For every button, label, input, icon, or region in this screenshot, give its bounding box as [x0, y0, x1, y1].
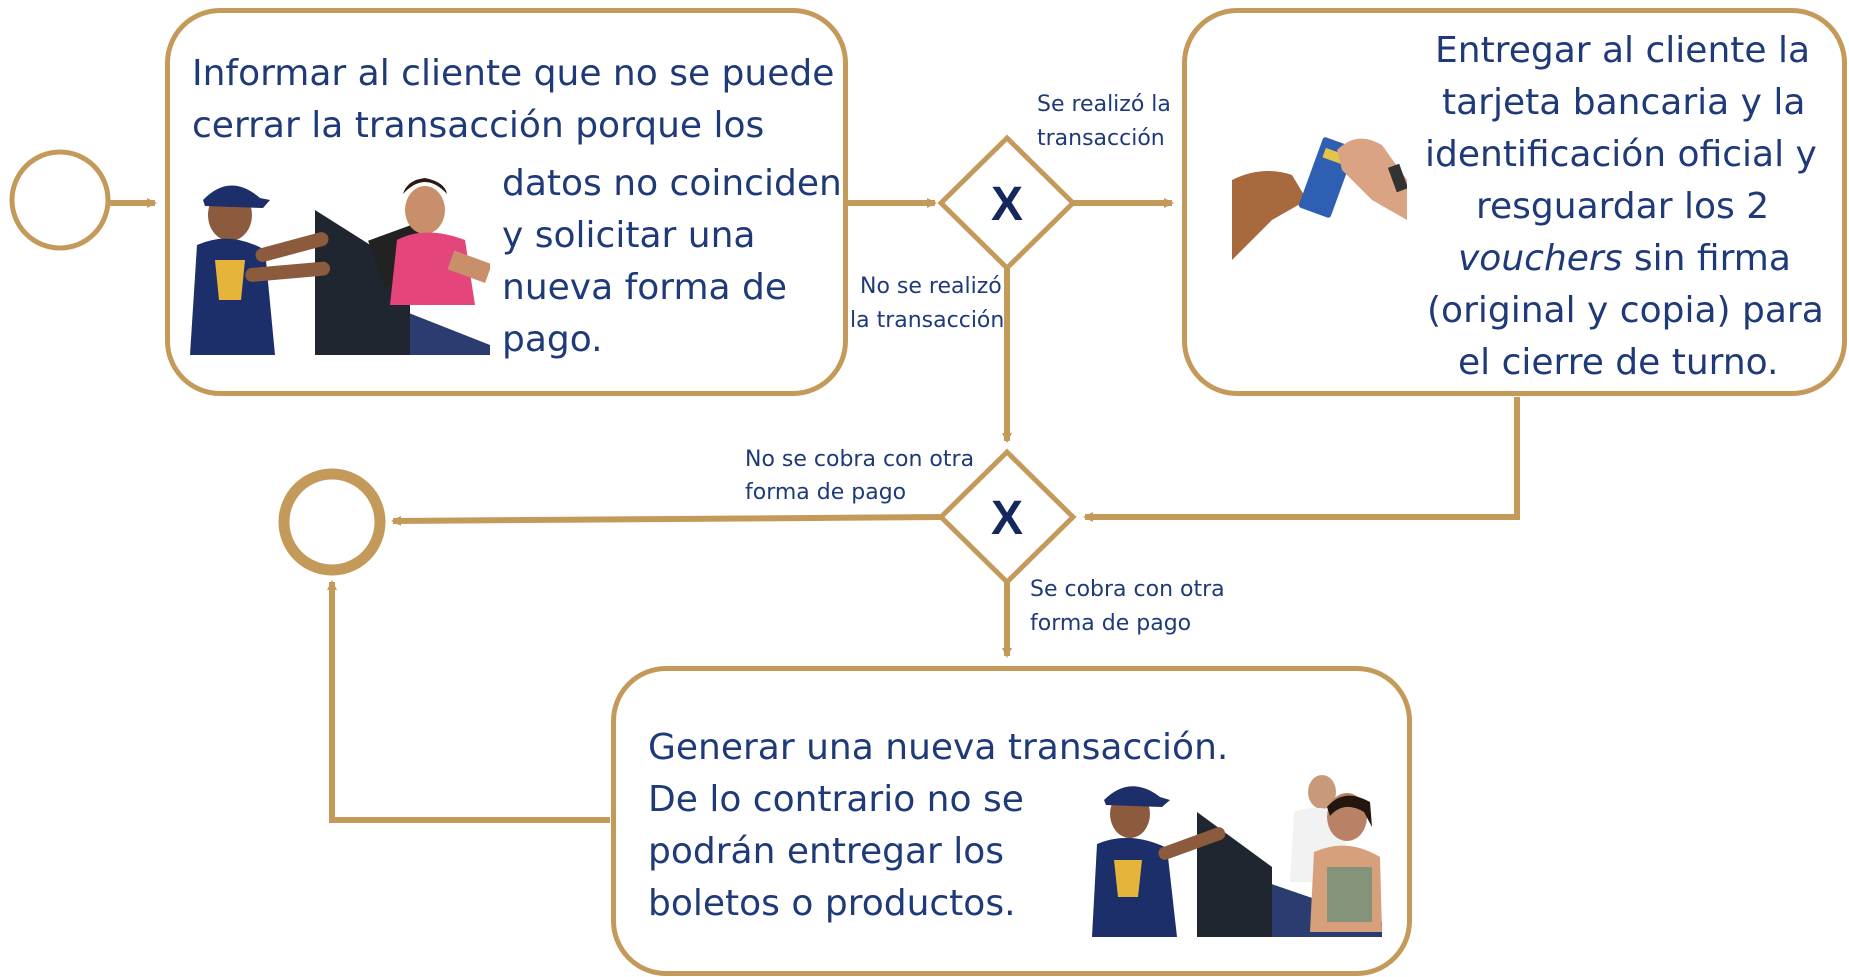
task-deliver-line-2: tarjeta bancaria y la	[1442, 82, 1806, 123]
task-deliver-line-7: el cierre de turno.	[1458, 342, 1779, 383]
connector-gateway-2-to-end	[391, 514, 946, 526]
task-deliver-line-3: identificación oficial y	[1425, 134, 1817, 175]
task-generate-line-3: podrán entregar los	[648, 831, 1005, 872]
task-generate-line-2: De lo contrario no se	[648, 779, 1024, 820]
gateway-1-yes-label-1: Se realizó la	[1037, 92, 1171, 117]
connector-deliver-to-gateway-2	[1083, 397, 1520, 522]
task-inform-line-6: pago.	[502, 319, 603, 360]
end-event-circle	[278, 468, 386, 576]
gateway-1-x: X	[991, 178, 1023, 231]
gateway-2-no-label-1: No se cobra con otra	[745, 447, 975, 472]
gateway-2-yes-label-2: forma de pago	[1030, 611, 1192, 636]
task-generate-line-4: boletos o productos.	[648, 883, 1016, 924]
gateway-2-no-label-2: forma de pago	[745, 480, 907, 505]
gateway-2-yes-label-1: Se cobra con otra	[1030, 577, 1225, 602]
gateway-2-x: X	[991, 492, 1023, 545]
gateway-1-yes-label-2: transacción	[1037, 126, 1165, 151]
task-inform-line-2: cerrar la transacción porque los	[192, 105, 765, 146]
task-deliver-line-5: vouchers sin firma	[1458, 233, 1791, 285]
vouchers-italic: vouchers	[1458, 238, 1623, 279]
cashier-with-customers-photo	[1092, 775, 1382, 937]
gateway-1-diamond	[937, 134, 1077, 272]
task-deliver-line-5-rest: sin firma	[1622, 238, 1791, 279]
task-deliver-line-6: (original y copia) para	[1427, 290, 1824, 331]
hands-exchanging-card-photo	[1232, 137, 1407, 260]
cashier-serving-customer-photo	[190, 178, 490, 355]
task-inform-line-4: y solicitar una	[502, 215, 756, 256]
task-inform-line-3: datos no coinciden	[502, 163, 842, 204]
task-deliver-line-1: Entregar al cliente la	[1435, 30, 1811, 71]
task-inform-box	[165, 8, 848, 396]
gateway-2-diamond	[937, 448, 1077, 586]
start-event-circle	[9, 149, 111, 251]
connector-generate-to-end	[327, 580, 610, 823]
gateway-1-no-label-2: la transacción	[850, 308, 1005, 333]
task-generate-line-1: Generar una nueva transacción.	[648, 727, 1229, 768]
task-deliver-line-4: resguardar los 2	[1476, 186, 1770, 227]
task-inform-line-1: Informar al cliente que no se puede	[192, 53, 835, 94]
task-inform-line-5: nueva forma de	[502, 267, 788, 308]
gateway-1-no-label-1: No se realizó	[860, 274, 1002, 299]
